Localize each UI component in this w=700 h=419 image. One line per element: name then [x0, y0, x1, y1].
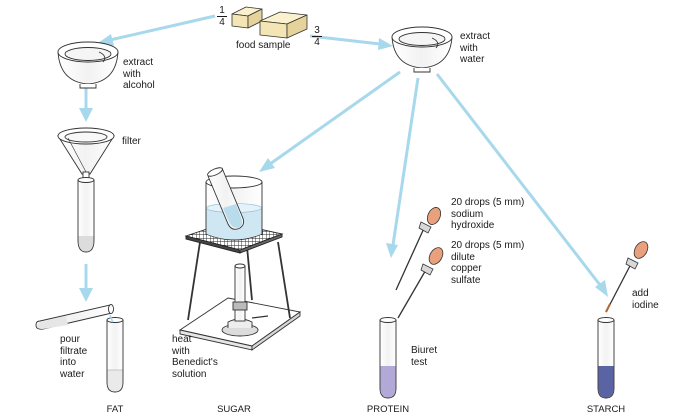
arrow-to-protein-test [386, 77, 420, 258]
heat-benedicts-label: heat with Benedict's solution [172, 334, 218, 380]
fraction-numerator: 3 [312, 25, 322, 37]
protein-test-tube [379, 317, 397, 399]
extract-water-label: extract with water [460, 31, 491, 65]
mortar-alcohol [57, 41, 119, 89]
dropper-copper-sulfate [397, 247, 444, 319]
result-fat: FAT [106, 404, 124, 415]
sodium-hydroxide-label: 20 drops (5 mm) sodium hydroxide [451, 197, 525, 231]
bunsen-stand [178, 235, 302, 351]
copper-sulfate-label: 20 drops (5 mm) dilute copper sulfate [451, 240, 525, 286]
result-starch: STARCH [586, 404, 626, 415]
arrow-to-pour [79, 264, 93, 302]
arrow-to-water-extract [309, 34, 393, 50]
arrow-to-filter [79, 87, 93, 122]
add-iodine-label: add iodine [632, 288, 659, 311]
sugar-beaker [205, 167, 263, 241]
food-sample-blocks [231, 6, 308, 39]
fraction-three-quarters: 3 4 [312, 25, 322, 48]
starch-test-tube [597, 317, 615, 399]
arrow-to-sugar-test [259, 70, 401, 172]
pour-filtrate-label: pour filtrate into water [60, 334, 88, 380]
dropper-sodium-hydroxide [395, 207, 442, 291]
fraction-one-quarter: 1 4 [217, 5, 227, 28]
arrow-to-alcohol-extract [98, 14, 216, 46]
filter-label: filter [122, 136, 141, 147]
fraction-denominator: 4 [219, 17, 225, 28]
fraction-denominator: 4 [314, 37, 320, 48]
extract-alcohol-label: extract with alcohol [123, 57, 155, 91]
result-protein: PROTEIN [366, 404, 410, 415]
biuret-test-label: Biuret test [411, 345, 438, 368]
mortar-water [391, 26, 453, 73]
flow-arrows [79, 14, 608, 302]
fat-extract-tube [77, 177, 95, 253]
dropper-iodine [605, 241, 649, 313]
fraction-numerator: 1 [217, 5, 227, 17]
result-sugar: SUGAR [217, 404, 251, 415]
fat-water-tube [106, 314, 124, 393]
food-sample-label: food sample [236, 40, 291, 51]
fat-pouring-tube [35, 304, 114, 330]
arrow-to-starch-test [435, 73, 608, 297]
